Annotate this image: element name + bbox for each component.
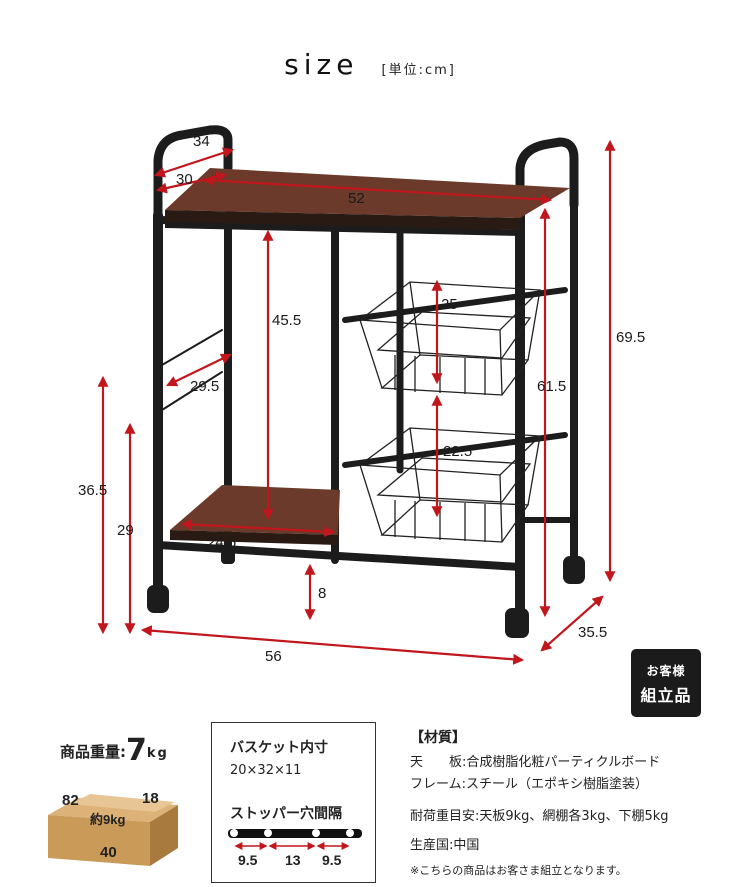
dim-inner-height: 61.5 (537, 378, 567, 395)
basket-info-box: バスケット内寸 20×32×11 ストッパー穴間隔 (211, 722, 376, 883)
dim-shelf-width: 24.5 (207, 534, 237, 551)
dim-height-outer: 36.5 (78, 482, 108, 499)
dimension-arrows (97, 139, 616, 665)
spec-heading: 【材質】 (410, 730, 466, 746)
stopper-gap-2: 13 (285, 852, 301, 868)
badge-line2: 組立品 (640, 686, 692, 705)
dim-clearance: 8 (318, 585, 327, 602)
dim-basket-bottom: 22.5 (443, 443, 473, 460)
package-d3: 40 (100, 844, 117, 861)
wire-baskets (358, 281, 542, 543)
package-box-icon (48, 794, 178, 866)
dim-side-depth: 29.5 (190, 378, 220, 395)
stopper-bar (228, 829, 362, 838)
dim-height-inner: 29 (117, 522, 134, 539)
weight-label: 商品重量: (60, 743, 126, 761)
spec-origin: 生産国:中国 (410, 838, 480, 853)
dim-handle-depth: 34 (193, 133, 210, 150)
dim-top-depth: 30 (176, 171, 193, 188)
assembly-badge: お客様 組立品 (631, 649, 701, 717)
weight-value: 7 (126, 733, 147, 768)
basket-size: 20×32×11 (230, 763, 302, 778)
package-d2: 18 (142, 790, 159, 807)
spec-frame: フレーム:スチール（エポキシ樹脂塗装） (410, 777, 648, 792)
package-d1: 82 (62, 792, 79, 809)
spec-load: 耐荷重目安:天板9kg、網棚各3kg、下棚5kg (410, 809, 669, 824)
page-title: size [単位:cm] (0, 48, 740, 81)
dim-left-height: 45.5 (272, 312, 302, 329)
package-weight-label: 約9kg (90, 812, 126, 827)
dim-total-height: 69.5 (616, 329, 646, 346)
stopper-gap-1: 9.5 (238, 852, 258, 868)
title-unit: [単位:cm] (381, 63, 456, 78)
dim-total-width: 56 (265, 648, 282, 665)
product-weight: 商品重量:7kg (60, 733, 169, 768)
dim-basket-top: 25 (441, 296, 458, 313)
weight-unit: kg (146, 746, 169, 761)
stopper-heading: ストッパー穴間隔 (230, 806, 342, 822)
title-main: size (284, 48, 359, 81)
spec-top: 天 板:合成樹脂化粧パーティクルボード (410, 755, 661, 770)
assembly-note: ※こちらの商品はお客さま組立となります。 (410, 864, 627, 877)
dim-top-width: 52 (348, 190, 365, 207)
basket-heading: バスケット内寸 (230, 740, 328, 756)
badge-line1: お客様 (646, 664, 686, 678)
top-shelf (165, 168, 570, 236)
dim-total-depth: 35.5 (578, 624, 608, 641)
stopper-gap-3: 9.5 (322, 852, 342, 868)
bottom-shelf (170, 485, 340, 545)
